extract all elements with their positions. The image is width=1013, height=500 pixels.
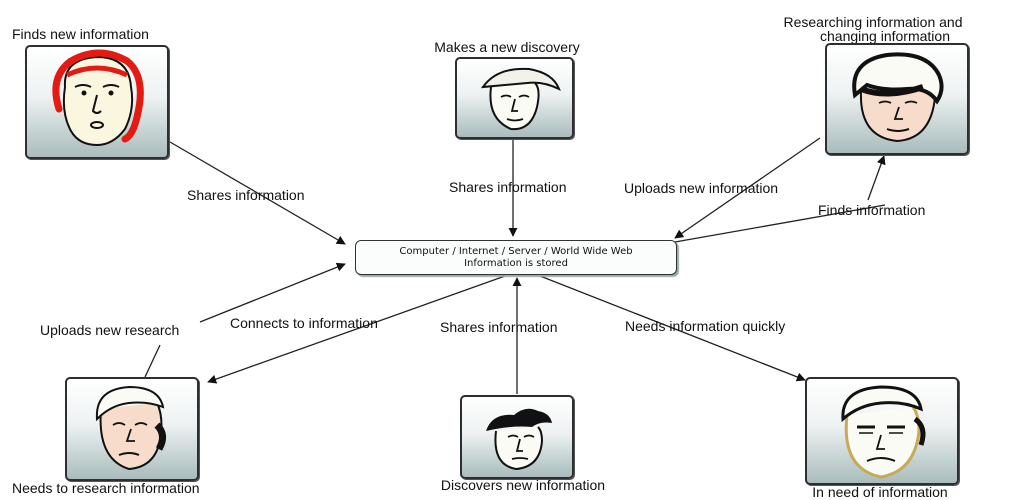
red-haired-face-icon (52, 49, 144, 147)
hub-line-1: Computer / Internet / Server / World Wid… (399, 245, 633, 257)
face-icon (852, 52, 944, 143)
caption-bottom-right: In need of information (812, 484, 948, 500)
face-icon (841, 385, 926, 479)
edge-label-top-right-find: Finds information (818, 202, 926, 218)
arrow-upload-research (199, 262, 346, 323)
portrait-bottom-left (65, 377, 199, 481)
arrow-top-right-to-hub (674, 137, 821, 239)
face-icon (95, 385, 166, 471)
edge-label-bottom-left-connect: Connects to information (230, 315, 378, 331)
portrait-top-left (25, 45, 169, 159)
hub-line-2: Information is stored (464, 257, 568, 269)
arrow-hub-to-top-right (674, 204, 886, 243)
caption-bottom-left: Needs to research information (12, 480, 200, 496)
edge-label-top-center-share: Shares information (449, 179, 567, 195)
arrow-hub-to-bottom-left (207, 275, 506, 384)
caption-top-right-2: changing information (820, 28, 950, 44)
caption-bottom-center: Discovers new information (440, 477, 606, 493)
spiky-hair-face-icon (486, 408, 552, 471)
edge-label-top-right-upload: Uploads new information (624, 180, 779, 196)
arrow-bottom-left-to-hub (144, 344, 161, 378)
caption-top-center: Makes a new discovery (434, 39, 580, 55)
edge-label-bottom-left-upload: Uploads new research (40, 322, 180, 338)
central-hub-box: Computer / Internet / Server / World Wid… (355, 240, 677, 275)
hat-face-icon (480, 67, 561, 131)
arrow-hub-to-bottom-right (534, 273, 806, 382)
portrait-bottom-right (805, 377, 959, 485)
caption-top-right-1: Researching information and (783, 14, 963, 30)
arrow-top-left-to-hub (169, 141, 346, 245)
portrait-top-right (825, 43, 969, 155)
portrait-bottom-center (460, 395, 574, 479)
caption-top-left: Finds new information (12, 26, 149, 42)
portrait-top-center (455, 57, 574, 139)
edge-label-top-left-share: Shares information (187, 187, 305, 203)
edge-label-bottom-right-needs: Needs information quickly (625, 318, 786, 334)
arrow-finds-to-top-right (867, 155, 886, 201)
edge-label-bottom-center-share: Shares information (440, 319, 558, 335)
